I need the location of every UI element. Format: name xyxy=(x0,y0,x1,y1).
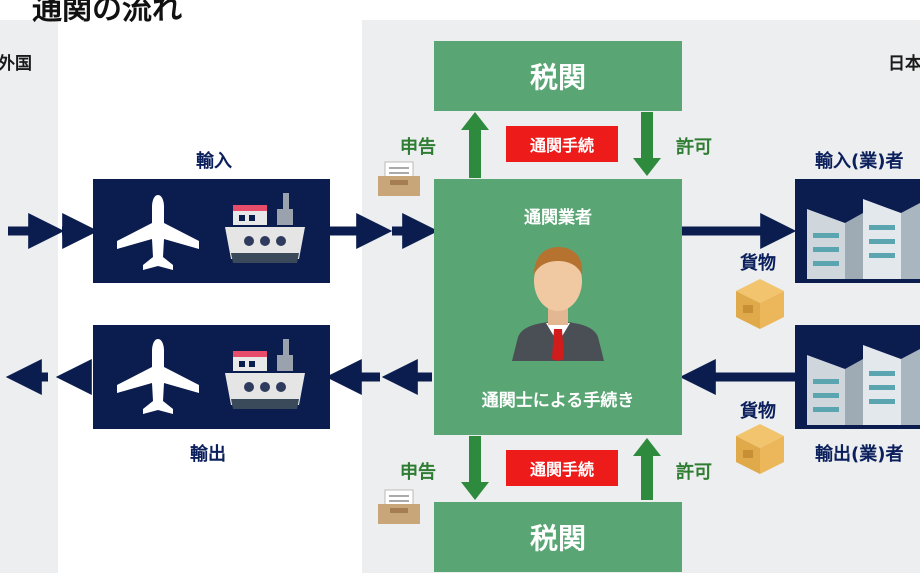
customs-top-box: 税関 xyxy=(434,41,682,111)
inbox-tray-icon xyxy=(376,160,422,198)
customs-bottom-box: 税関 xyxy=(434,502,682,572)
permission-bottom-label: 許可 xyxy=(676,462,712,483)
cargo-bottom-label: 貨物 xyxy=(740,401,776,422)
permission-top-label: 許可 xyxy=(676,137,712,158)
airplane-icon xyxy=(115,337,201,415)
foreign-label: 外国 xyxy=(0,54,32,74)
procedure-top-badge: 通関手続 xyxy=(506,126,618,162)
customs-broker-box: 通関業者 通関士による手続き xyxy=(434,179,682,435)
person-icon xyxy=(508,243,608,361)
cargo-box-icon xyxy=(734,277,786,331)
permission-down-arrow xyxy=(633,112,661,176)
import-label: 輸入 xyxy=(196,151,232,172)
foreign-region-panel xyxy=(0,20,58,573)
broker-label: 通関業者 xyxy=(524,208,592,228)
declaration-top-label: 申告 xyxy=(400,137,436,158)
ship-icon xyxy=(223,191,307,269)
cargo-top-label: 貨物 xyxy=(740,253,776,274)
building-icon xyxy=(805,341,920,425)
exporter-label: 輸出(業)者 xyxy=(815,444,904,465)
airplane-icon xyxy=(115,193,201,271)
diagram-title: 通関の流れ xyxy=(32,0,182,27)
permission-up-arrow xyxy=(633,438,661,500)
export-transport-box xyxy=(93,325,330,429)
declaration-up-arrow xyxy=(461,112,489,178)
inbox-tray-icon xyxy=(376,488,422,526)
import-transport-box xyxy=(93,179,330,283)
declaration-down-arrow xyxy=(461,436,489,500)
japan-label: 日本 xyxy=(888,54,920,74)
export-label: 輸出 xyxy=(190,444,226,465)
importer-label: 輸入(業)者 xyxy=(815,151,904,172)
building-icon xyxy=(805,195,920,279)
broker-procedure-label: 通関士による手続き xyxy=(481,391,635,411)
declaration-bottom-label: 申告 xyxy=(400,462,436,483)
importer-box xyxy=(795,179,920,283)
cargo-box-icon xyxy=(734,422,786,476)
procedure-bottom-badge: 通関手続 xyxy=(506,450,618,486)
ship-icon xyxy=(223,337,307,415)
exporter-box xyxy=(795,325,920,429)
